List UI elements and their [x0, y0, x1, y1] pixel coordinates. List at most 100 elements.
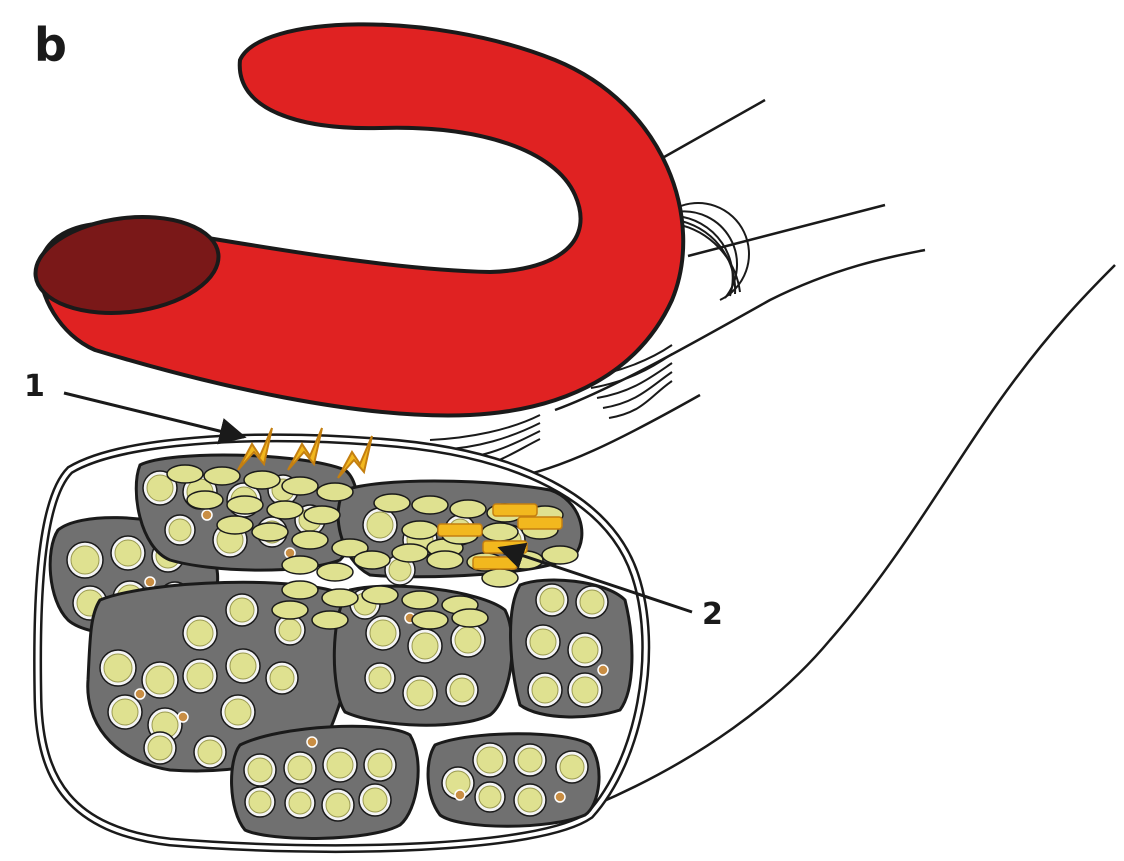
- axon-fiber: [450, 678, 474, 702]
- compressed-axon: [304, 506, 340, 524]
- fascicle: [232, 726, 419, 838]
- axon-fiber: [518, 788, 542, 812]
- capillary: [555, 792, 565, 802]
- axon-fiber: [169, 519, 191, 541]
- compressed-axon: [450, 500, 486, 518]
- axon-fiber: [455, 627, 481, 653]
- axon-fiber: [367, 512, 393, 538]
- axon-fiber: [477, 747, 503, 773]
- compressed-axon: [282, 477, 318, 495]
- compressed-axon: [312, 611, 348, 629]
- compressed-axon: [187, 491, 223, 509]
- compressed-axon: [292, 531, 328, 549]
- compressed-axon: [217, 516, 253, 534]
- axon-fiber: [288, 756, 312, 780]
- compressed-axon: [282, 581, 318, 599]
- compressed-axon: [542, 546, 578, 564]
- callout-label-2: 2: [702, 600, 723, 630]
- axon-fiber: [580, 590, 604, 614]
- damaged-axon: [438, 524, 482, 536]
- compressing-finger: [30, 24, 683, 415]
- fascicle: [511, 580, 632, 717]
- axon-fiber: [104, 654, 132, 682]
- capillary: [598, 665, 608, 675]
- compressed-axon: [322, 589, 358, 607]
- compressed-axon: [452, 609, 488, 627]
- damaged-axon: [473, 557, 517, 569]
- callout-arrow-1: [64, 393, 244, 437]
- axon-fiber: [518, 748, 542, 772]
- capillary: [202, 510, 212, 520]
- axon-fiber: [112, 699, 138, 725]
- axon-fiber: [146, 666, 174, 694]
- compressed-axon: [354, 551, 390, 569]
- compressed-axon: [412, 611, 448, 629]
- compressed-axon: [244, 471, 280, 489]
- axon-fiber: [230, 598, 254, 622]
- axon-fiber: [279, 619, 301, 641]
- axon-fiber: [289, 792, 311, 814]
- axon-fiber: [187, 620, 213, 646]
- axon-fiber: [479, 786, 501, 808]
- axon-fiber: [363, 788, 387, 812]
- compressed-axon: [427, 551, 463, 569]
- compressed-axon: [282, 556, 318, 574]
- axon-fiber: [572, 637, 598, 663]
- axon-fiber: [248, 758, 272, 782]
- axon-fiber: [198, 740, 222, 764]
- axon-fiber: [115, 540, 141, 566]
- compressed-axon: [167, 465, 203, 483]
- axon-fiber: [540, 588, 564, 612]
- fascicle: [428, 734, 599, 827]
- capillary: [178, 712, 188, 722]
- axon-fiber: [71, 546, 99, 574]
- skin-crease: [609, 381, 672, 418]
- axon-fiber: [326, 793, 350, 817]
- nerve-cross-section: [38, 438, 646, 849]
- compressed-axon: [272, 601, 308, 619]
- axon-fiber: [369, 667, 391, 689]
- axon-fiber: [370, 620, 396, 646]
- capillary: [135, 689, 145, 699]
- compressed-axon: [402, 521, 438, 539]
- axon-fiber: [412, 633, 438, 659]
- compressed-axon: [227, 496, 263, 514]
- compressed-axon: [204, 467, 240, 485]
- skin-crease: [430, 415, 540, 440]
- skin-contour-line: [650, 100, 765, 165]
- compressed-axon: [317, 563, 353, 581]
- skin-contour-line: [688, 205, 885, 256]
- compressed-axon: [482, 569, 518, 587]
- damaged-axon: [493, 504, 537, 516]
- compressed-axon: [317, 483, 353, 501]
- skin-contour-line: [595, 265, 1115, 805]
- axon-fiber: [230, 653, 256, 679]
- compressed-axon: [482, 523, 518, 541]
- axon-fiber: [368, 753, 392, 777]
- axon-fiber: [407, 680, 433, 706]
- compressed-axon: [374, 494, 410, 512]
- axon-fiber: [327, 752, 353, 778]
- compressed-axon: [267, 501, 303, 519]
- compressed-axon: [362, 586, 398, 604]
- axon-fiber: [560, 755, 584, 779]
- axon-fiber: [270, 666, 294, 690]
- compressed-axon: [412, 496, 448, 514]
- axon-fiber: [148, 736, 172, 760]
- axon-fiber: [530, 629, 556, 655]
- axon-fiber: [532, 677, 558, 703]
- axon-fiber: [225, 699, 251, 725]
- compressed-axon: [402, 591, 438, 609]
- capillary: [455, 790, 465, 800]
- damaged-axon: [518, 517, 562, 529]
- axon-fiber: [249, 791, 271, 813]
- panel-label: b: [34, 22, 67, 68]
- axon-fiber: [187, 663, 213, 689]
- compressed-axon: [392, 544, 428, 562]
- callout-label-1: 1: [24, 372, 45, 402]
- capillary: [145, 577, 155, 587]
- compressed-axon: [252, 523, 288, 541]
- capillary: [307, 737, 317, 747]
